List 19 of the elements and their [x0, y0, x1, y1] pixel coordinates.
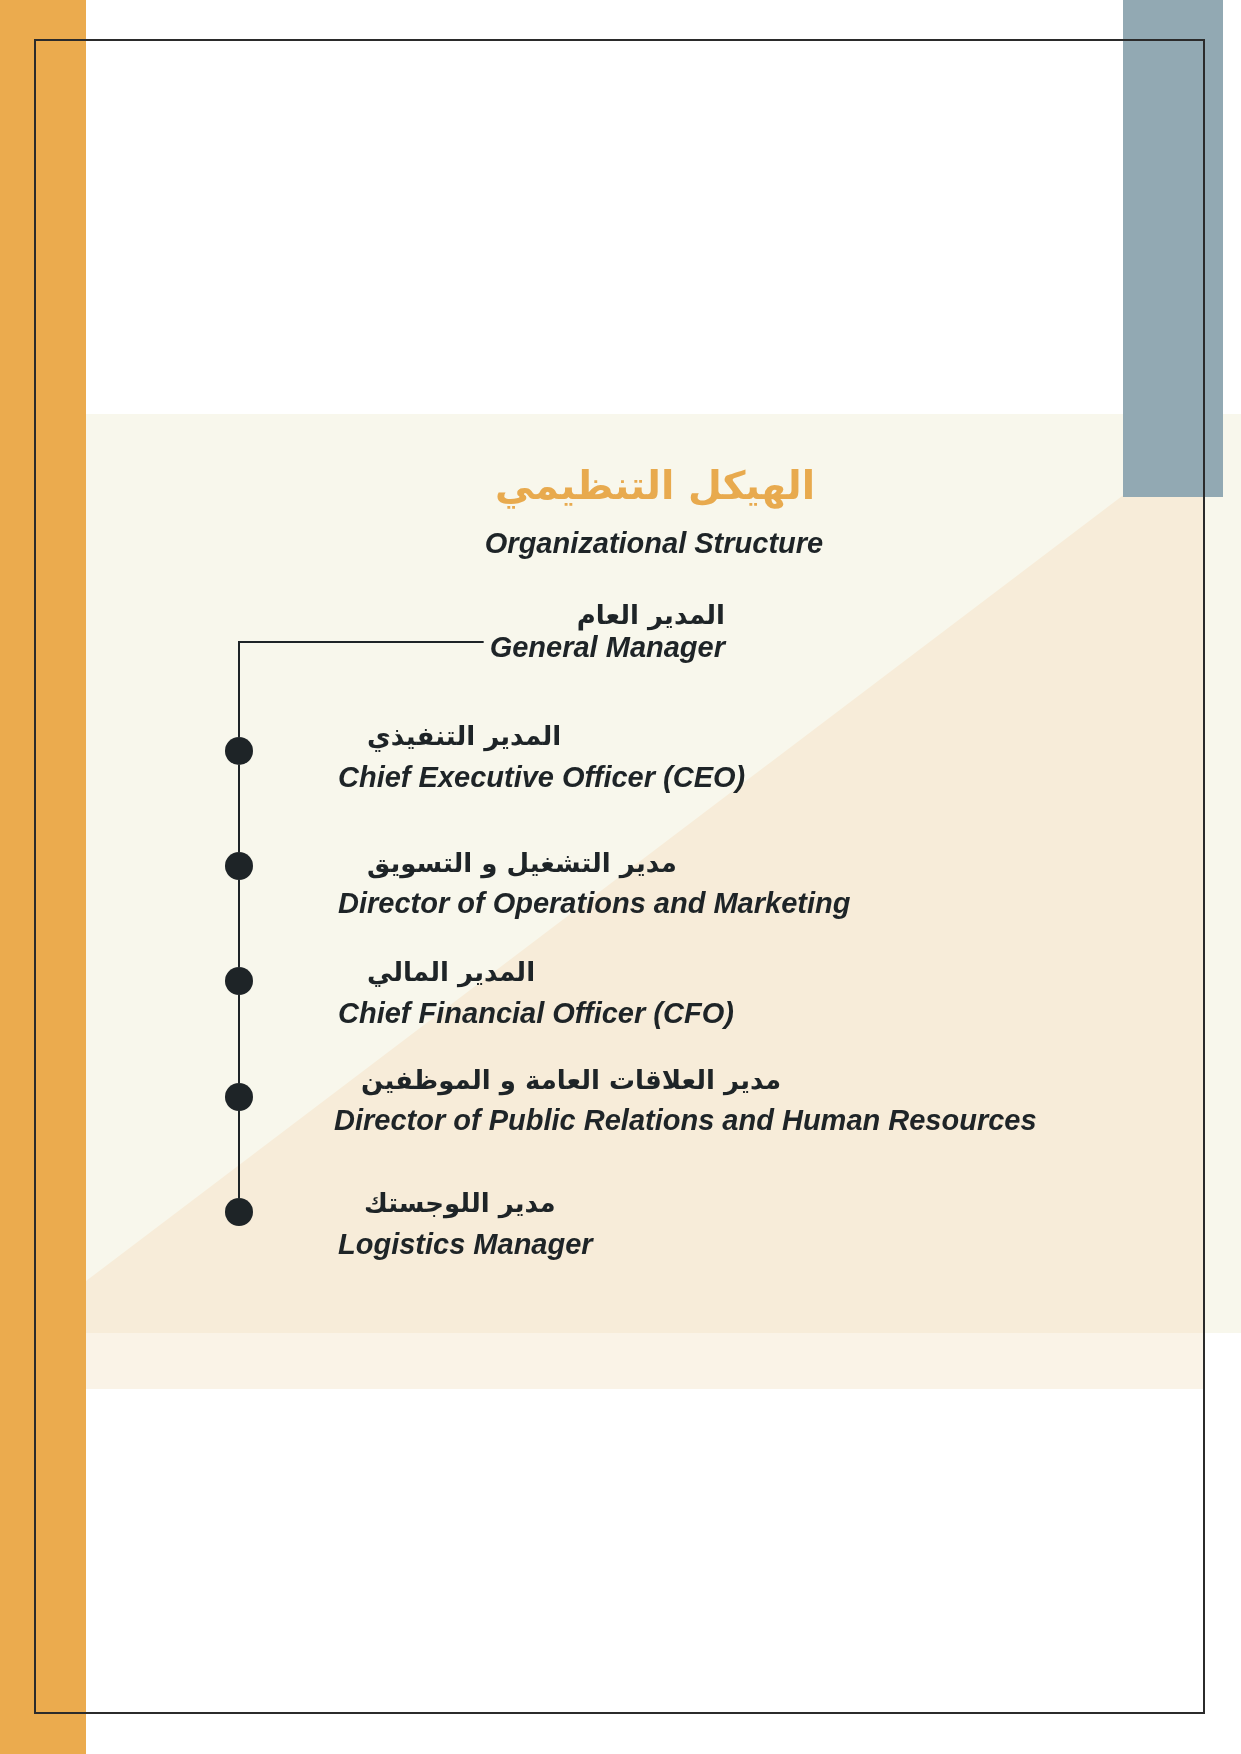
job-title: Chief Executive Officer (CEO) [338, 760, 746, 794]
job-title: Logistics Manager [338, 1227, 593, 1261]
job-title: المدير العام [576, 600, 725, 630]
job-title: المدير المالي [367, 957, 536, 987]
job-title: Director of Public Relations and Human Resources [334, 1103, 1037, 1137]
connector-line [238, 1110, 240, 1199]
connector-line [238, 641, 485, 738]
connector-line [238, 994, 240, 1084]
job-title: Director of Operations and Marketing [338, 886, 851, 920]
heading: الهيكل التنظيمي [494, 463, 816, 509]
job-title: مدير اللوجستك [364, 1188, 556, 1218]
job-title: Chief Financial Officer (CFO) [338, 996, 734, 1030]
job-title: General Manager [489, 631, 725, 664]
connector-line [238, 879, 240, 968]
job-title: مدير العلاقات العامة و الموظفين [361, 1065, 782, 1095]
job-title: المدير التنفيذي [367, 721, 562, 751]
job-title: مدير التشغيل و التسويق [367, 848, 677, 878]
connector-line [238, 764, 240, 853]
subheading: Organizational Structure [484, 526, 824, 560]
